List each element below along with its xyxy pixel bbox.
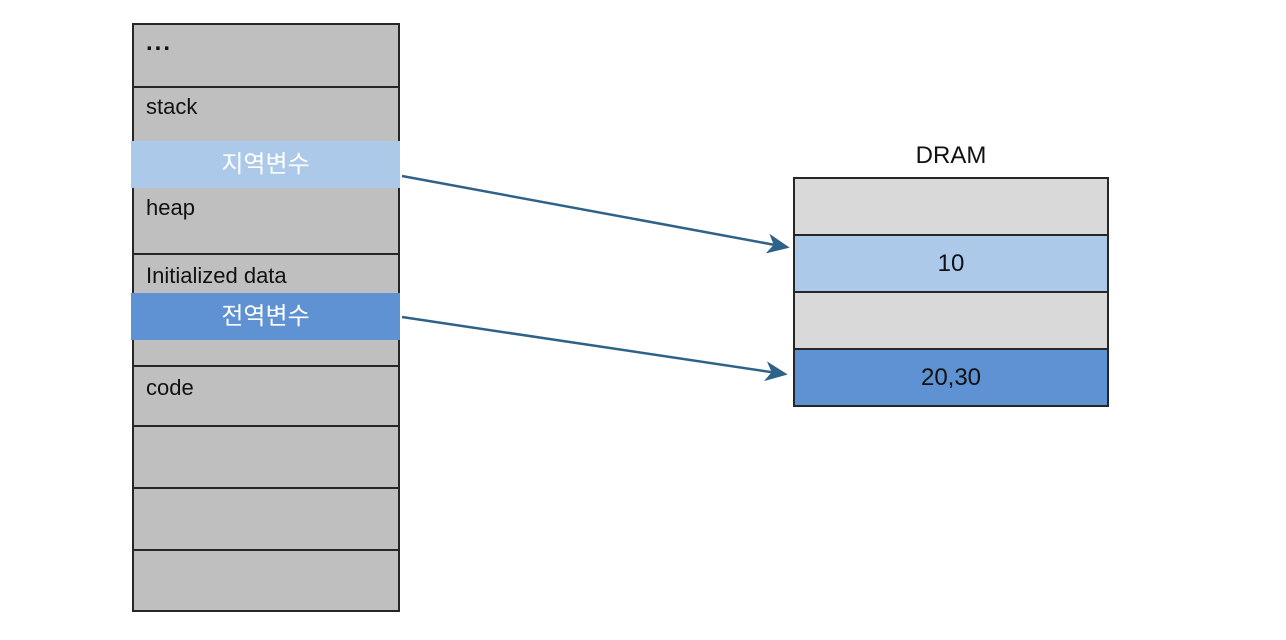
memory-cell-heap: heap	[134, 167, 398, 255]
memory-cell-empty	[134, 489, 398, 551]
arrow-global-to-dram	[401, 315, 788, 382]
memory-cell-initialized-data: Initialized data	[134, 255, 398, 367]
arrow-local-to-dram	[401, 174, 790, 254]
dram-row-empty	[795, 293, 1107, 350]
memory-cell-empty	[134, 427, 398, 489]
dram-row-local-value: 10	[795, 236, 1107, 293]
local-variable-band: 지역변수	[131, 141, 400, 188]
memory-cell-code: code	[134, 367, 398, 427]
memory-cell-empty	[134, 551, 398, 614]
dram-row-empty	[795, 179, 1107, 236]
dram-row-global-value: 20,30	[795, 350, 1107, 405]
global-variable-band: 전역변수	[131, 293, 400, 340]
dram-title: DRAM	[915, 142, 987, 169]
dram-box: 10 20,30	[793, 177, 1109, 407]
memory-cell-ellipsis: ...	[134, 25, 398, 88]
